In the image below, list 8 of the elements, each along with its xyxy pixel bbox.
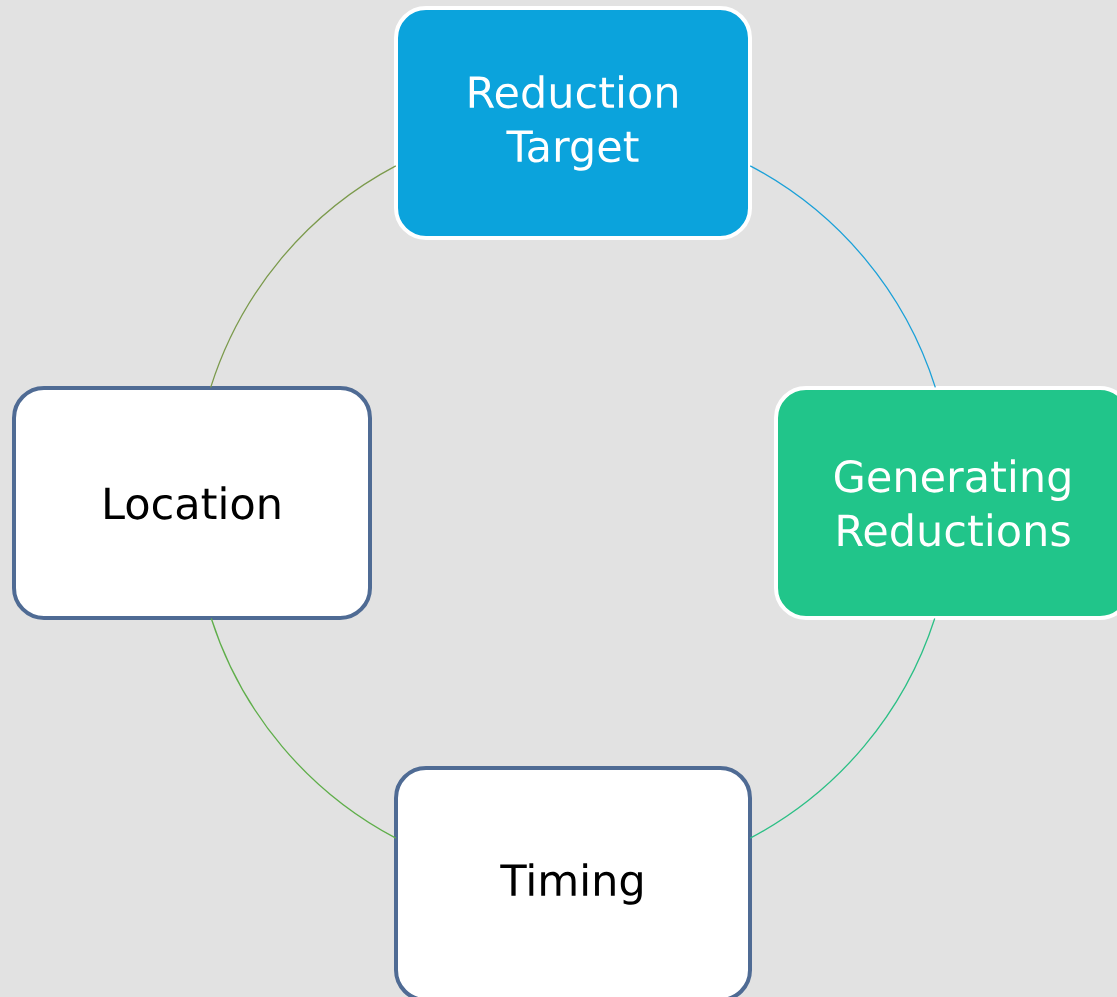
connector-arc [210,617,397,839]
connector-arc [749,165,936,389]
connector-arc [210,165,397,389]
rounded-box: Timing [394,766,752,997]
rounded-box: Generating Reductions [774,386,1117,620]
connector-arc [749,617,936,839]
rounded-box: Location [12,386,372,620]
rounded-box: Reduction Target [394,6,752,240]
